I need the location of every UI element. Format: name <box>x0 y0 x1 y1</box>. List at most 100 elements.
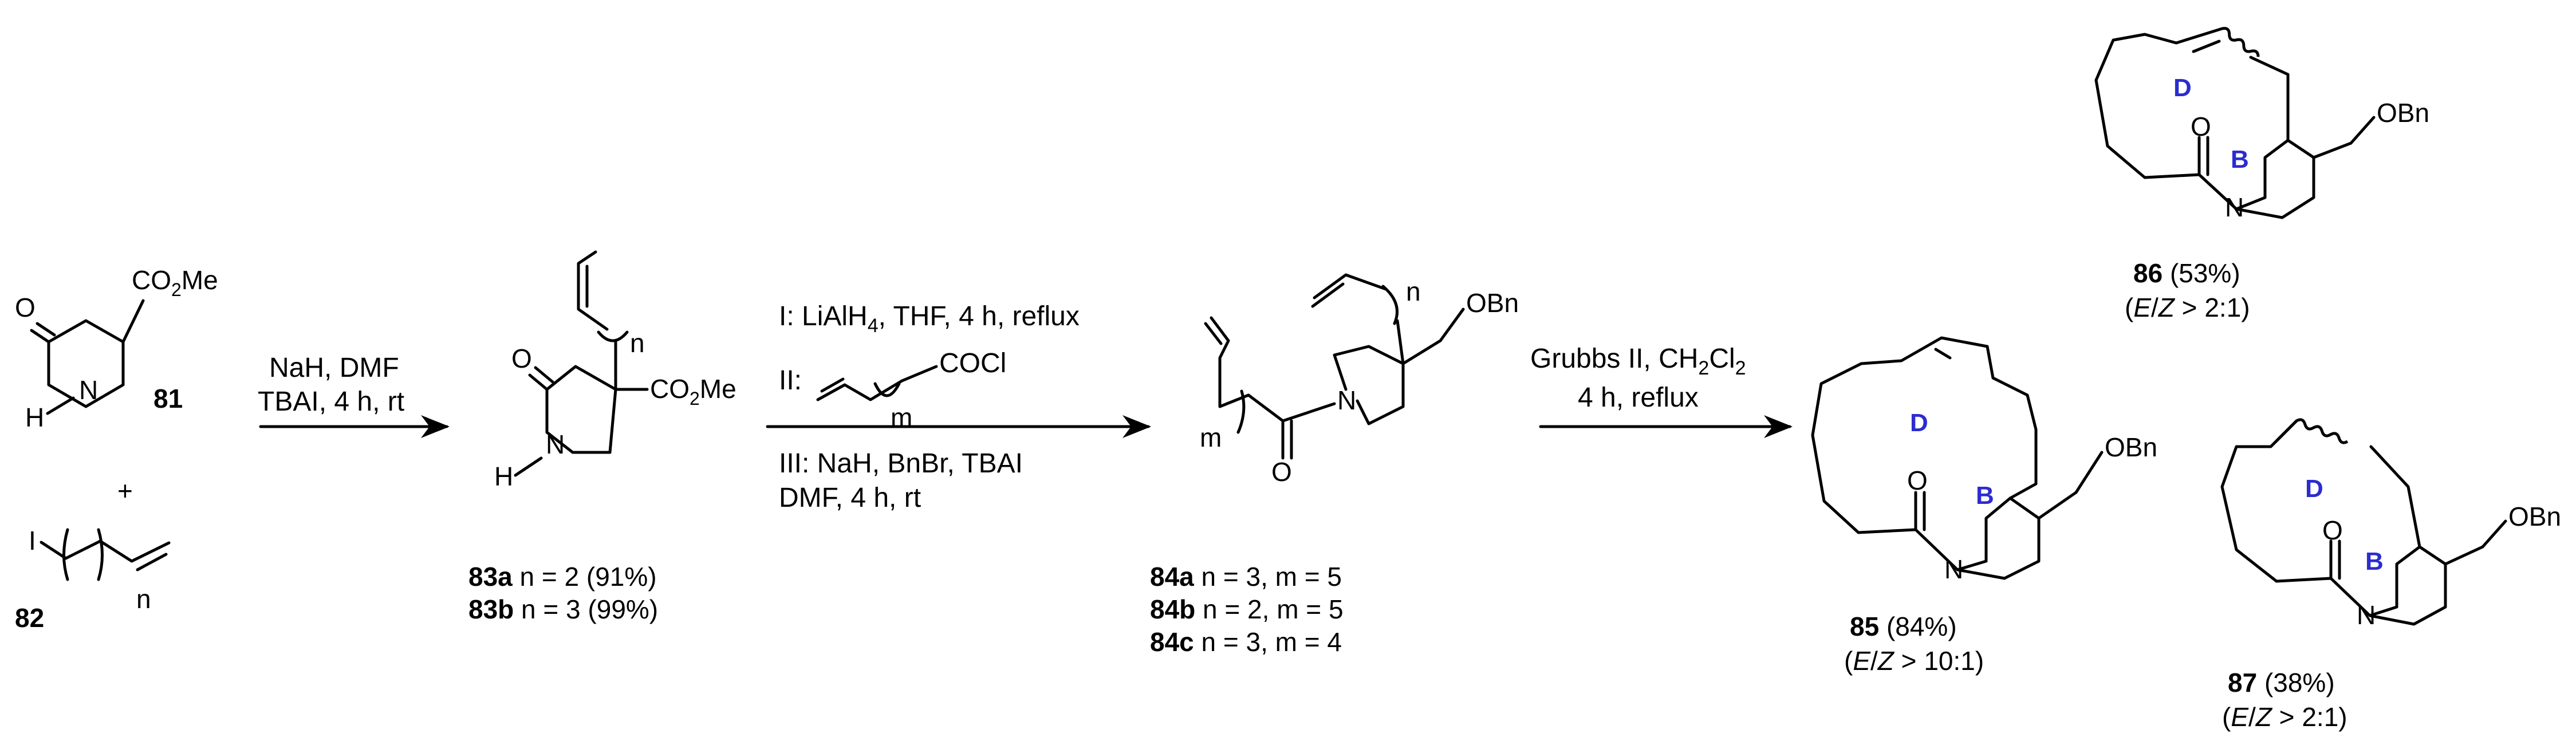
condition-line-1: NaH, DMF <box>269 353 399 383</box>
lactam-ring <box>545 365 617 454</box>
condition-line-2: 4 h, reflux <box>1578 383 1699 413</box>
reaction-step-1: NaH, DMF TBAI, 4 h, rt <box>258 353 450 438</box>
acyl-chloride: COCl <box>939 348 1006 379</box>
compound-86: O N OBn D B 86 (53%) (E/Z > 2:1) <box>2094 27 2429 322</box>
co2me-group: CO2Me <box>132 265 218 300</box>
compound-85-label: 85 (84%) <box>1850 612 1957 641</box>
wavy-bond <box>2221 27 2260 57</box>
ester-bond <box>121 299 145 344</box>
vinyl-group <box>99 539 171 563</box>
plus-sign: + <box>117 476 133 506</box>
ring-label-d: D <box>2173 74 2192 102</box>
vinyl-double-bond <box>136 553 168 571</box>
obn-group: OBn <box>1466 288 1519 318</box>
macrocycle-ring-d <box>2369 445 2421 549</box>
carbonyl-oxygen: O <box>1907 466 1928 495</box>
compound-84a-label: 84a n = 3, m = 5 <box>1150 562 1342 592</box>
alkene-double-bond <box>2275 419 2298 443</box>
compound-84c-label: 84c n = 3, m = 4 <box>1150 627 1342 657</box>
compound-83: O N H n CO2Me 83a n = 2 (91%) 83b n = 3 … <box>468 250 736 624</box>
condition-iii-line-2: DMF, 4 h, rt <box>779 483 921 513</box>
condition-line-2: TBAI, 4 h, rt <box>258 387 404 417</box>
reaction-step-2: I: LiAlH4, THF, 4 h, reflux II: COCl m I… <box>766 301 1151 513</box>
repeat-bracket <box>1381 285 1399 325</box>
compound-81: O N H CO2Me 81 <box>15 265 218 432</box>
compound-85-ratio: (E/Z > 10:1) <box>1844 646 1984 676</box>
hydroxymethyl-bond <box>2037 491 2078 520</box>
carbonyl-oxygen: O <box>511 344 532 373</box>
allyl-chain <box>1396 319 1405 365</box>
obn-bond <box>2074 451 2104 494</box>
nh-bond <box>514 456 543 477</box>
vinyl-group <box>1313 273 1388 299</box>
compound-number-81: 81 <box>153 384 183 413</box>
repeat-index-n: n <box>1406 277 1421 306</box>
ring-nitrogen: N <box>546 429 565 459</box>
compound-85: O N OBn D B 85 (84%) (E/Z > 10:1) <box>1811 336 2157 676</box>
repeat-index-m: m <box>1200 423 1222 452</box>
acyl-double-bond <box>820 377 845 393</box>
obn-bond <box>1439 307 1465 342</box>
ring-label-d: D <box>2305 475 2323 503</box>
condition-line-1: Grubbs II, CH2Cl2 <box>1530 344 1746 379</box>
ring-label-b: B <box>2365 547 2384 575</box>
repeat-bracket <box>1236 389 1246 434</box>
carbonyl-bond <box>528 373 549 391</box>
carbonyl-oxygen: O <box>15 293 36 322</box>
ring-nitrogen: N <box>79 375 98 405</box>
compound-82: I n 82 <box>15 526 171 633</box>
compound-86-ratio: (E/Z > 2:1) <box>2125 293 2250 322</box>
nh-hydrogen: H <box>25 403 44 432</box>
amide-oxygen: O <box>1271 457 1292 487</box>
chain-bond <box>40 541 68 560</box>
vinyl-double-bond <box>1311 282 1345 308</box>
carbonyl-oxygen: O <box>2322 515 2343 545</box>
alkene-double-bond <box>2192 40 2221 53</box>
co2me-group: CO2Me <box>650 374 736 409</box>
carbonyl-bond-double <box>36 322 56 337</box>
ring-label-b: B <box>1976 482 1994 510</box>
nh-bond <box>46 396 75 415</box>
obn-group: OBn <box>2377 98 2429 128</box>
compound-84b-label: 84b n = 2, m = 5 <box>1150 594 1344 624</box>
carbonyl-bond-double <box>534 366 554 384</box>
ring-label-b: B <box>2231 145 2249 174</box>
obn-group: OBn <box>2508 502 2561 531</box>
compound-86-label: 86 (53%) <box>2133 258 2240 288</box>
ring-b <box>2235 139 2315 219</box>
vinyl-group <box>577 250 609 331</box>
repeat-bracket <box>597 330 629 342</box>
iodine-atom: I <box>29 526 36 555</box>
repeat-index-n: n <box>630 328 645 358</box>
condition-ii-label: II: <box>779 365 802 396</box>
ring-b <box>1956 496 2041 580</box>
macrocycle-ring-d <box>2220 419 2372 617</box>
ring-nitrogen: N <box>1944 554 1963 584</box>
ring-label-d: D <box>1910 409 1928 437</box>
obn-bond <box>2481 519 2507 549</box>
macrocycle-ring-d <box>2249 56 2290 142</box>
hydroxymethyl-bond <box>2312 141 2353 159</box>
ring-b <box>2368 545 2447 626</box>
macrocycle-ring-d <box>1811 336 2038 571</box>
repeat-bracket-right <box>97 528 104 581</box>
nh-hydrogen: H <box>494 462 513 491</box>
ring-nitrogen: N <box>2225 192 2244 222</box>
condition-i: I: LiAlH4, THF, 4 h, reflux <box>779 301 1080 337</box>
vinyl-double-bond <box>1204 322 1223 345</box>
chain-bond <box>64 539 102 560</box>
compound-87: O N OBn D B 87 (38%) (E/Z > 2:1) <box>2220 418 2561 732</box>
condition-iii-line-1: III: NaH, BnBr, TBAI <box>779 448 1023 479</box>
vinyl-group <box>1210 316 1230 408</box>
carbonyl-bond <box>30 329 50 344</box>
macrocycle-ring-d <box>2094 27 2238 211</box>
hydroxymethyl-bond <box>2444 545 2484 566</box>
repeat-bracket-left <box>62 528 69 581</box>
carbonyl-oxygen: O <box>2191 112 2211 141</box>
compound-number-82: 82 <box>15 603 44 633</box>
acyl-chain <box>1247 393 1336 423</box>
compound-83b-label: 83b n = 3 (99%) <box>468 594 658 624</box>
hydroxymethyl-bond <box>1401 339 1442 365</box>
compound-83a-label: 83a n = 2 (91%) <box>468 562 657 592</box>
